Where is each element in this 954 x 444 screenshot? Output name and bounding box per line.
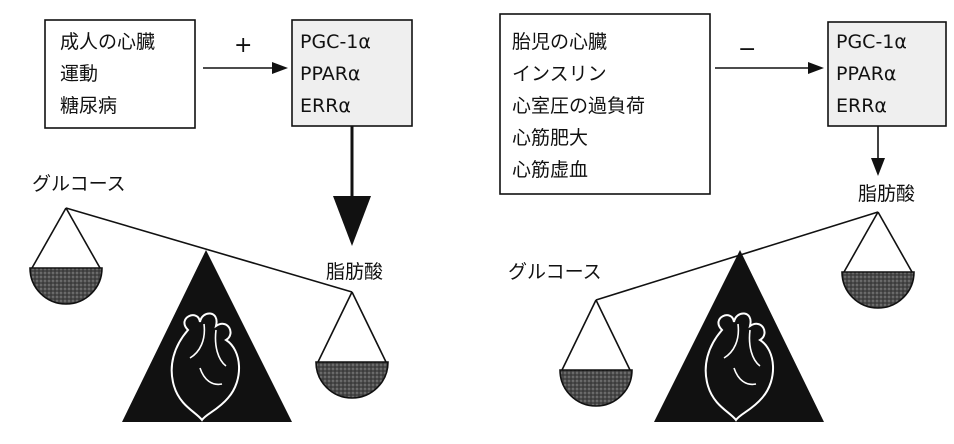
right-gene-3: ERRα: [836, 95, 887, 117]
left-factors-box: [44, 19, 196, 129]
right-fulcrum-triangle: [654, 250, 824, 422]
left-arrow-head: [272, 62, 288, 74]
right-factor-3: 心室圧の過負荷: [512, 95, 645, 117]
left-fatty-pan-string-a: [317, 291, 353, 363]
left-fatty-pan-string-b: [351, 291, 387, 363]
right-factor-2: インスリン: [512, 63, 607, 85]
left-glucose-pan-string-a: [31, 207, 67, 269]
right-balance-beam: [595, 211, 879, 301]
right-fatty-acid-label: 脂肪酸: [858, 183, 915, 205]
left-sign: +: [234, 33, 252, 58]
right-fatty-pan-string-a: [843, 211, 879, 273]
right-gene-1: PGC-1α: [836, 31, 907, 53]
left-glucose-pan: [29, 267, 103, 305]
left-factor-3: 糖尿病: [60, 95, 117, 117]
left-panel: 成人の心臓 運動 糖尿病 + PGC-1α PPARα ERRα グルコース 脂…: [29, 19, 413, 422]
right-factor-4: 心筋肥大: [512, 127, 588, 149]
left-gene-1: PGC-1α: [300, 31, 371, 53]
left-fatty-acid-label: 脂肪酸: [326, 261, 383, 283]
left-factor-2: 運動: [60, 63, 98, 85]
left-balance-beam: [65, 207, 353, 293]
right-glucose-pan-string-b: [595, 299, 631, 371]
left-gene-2: PPARα: [300, 63, 360, 85]
right-sign: −: [738, 37, 756, 62]
left-down-arrow-head: [333, 196, 371, 246]
left-glucose-pan-string-b: [65, 207, 101, 269]
right-factor-5: 心筋虚血: [512, 159, 588, 181]
right-down-arrow-head: [871, 158, 885, 176]
left-glucose-label: グルコース: [32, 173, 126, 195]
right-factors-box: [499, 13, 711, 195]
right-genes-box: [827, 21, 947, 127]
left-fatty-pan: [315, 361, 389, 399]
right-panel: 胎児の心臓 インスリン 心室圧の過負荷 心筋肥大 心筋虚血 − PGC-1α P…: [499, 13, 947, 422]
left-fulcrum-triangle: [122, 250, 292, 422]
right-fatty-pan-string-b: [877, 211, 913, 273]
right-gene-2: PPARα: [836, 63, 896, 85]
right-factor-1: 胎児の心臓: [512, 31, 607, 53]
left-factor-1: 成人の心臓: [60, 31, 155, 53]
right-glucose-pan-string-a: [561, 299, 597, 371]
right-arrow-head: [808, 62, 824, 74]
right-fatty-pan: [841, 271, 915, 309]
right-glucose-label: グルコース: [508, 261, 602, 283]
right-glucose-pan: [559, 369, 633, 407]
left-gene-3: ERRα: [300, 95, 351, 117]
left-genes-box: [291, 19, 413, 127]
